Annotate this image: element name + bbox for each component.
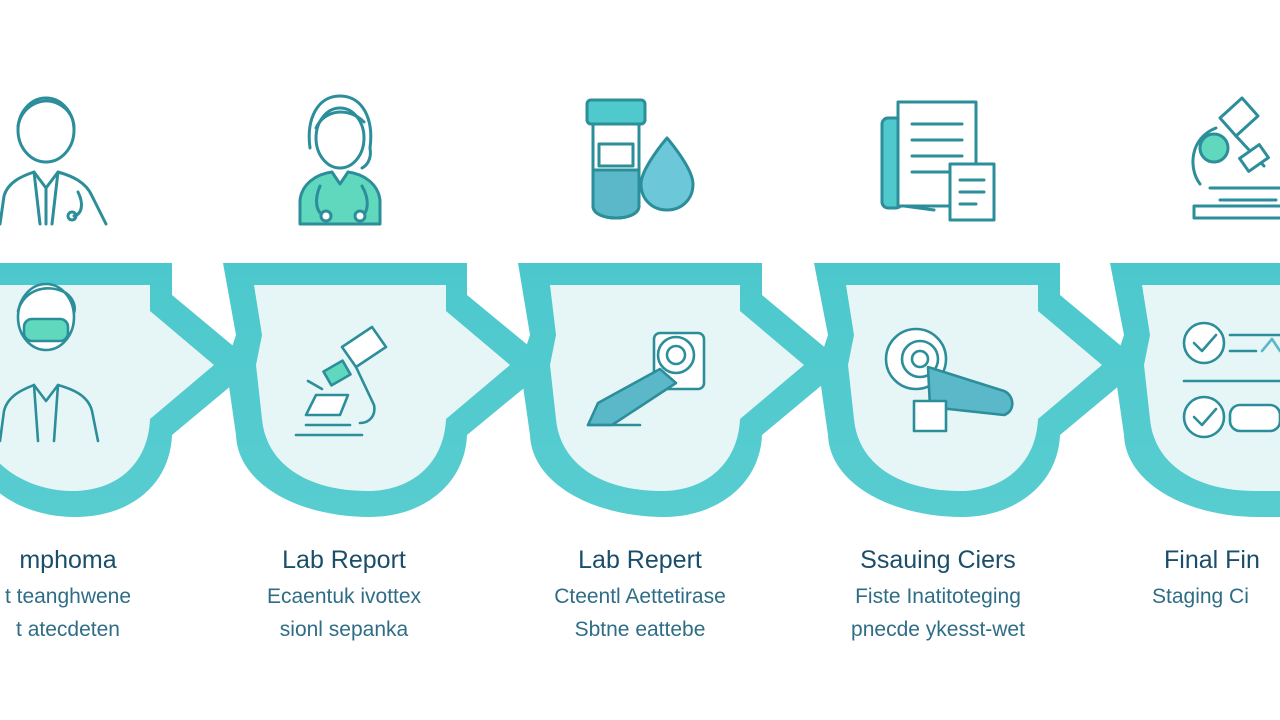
microscope-small-icon: [294, 325, 388, 437]
step-caption-2: Lab Report Ecaentuk ivottex sionl sepank…: [194, 540, 494, 646]
step-caption-5: Final Fin Staging Ci: [1148, 540, 1280, 646]
step-description: [1148, 613, 1280, 646]
flow-step-2: [223, 263, 552, 517]
step-title: Lab Repert: [578, 546, 702, 574]
step-title: Final Fin: [1164, 546, 1260, 574]
blood-sample-icon: [575, 88, 715, 233]
microscope-icon: [1180, 88, 1280, 233]
flow-step-3: [518, 263, 846, 517]
process-flow: [0, 263, 1280, 517]
doctor-icon: [0, 88, 128, 233]
step-description: pnecde ykesst-wet: [851, 618, 1025, 641]
step-caption-3: Lab Repert Cteentl Aettetirase Sbtne eat…: [490, 540, 790, 646]
flow-step-4: [814, 263, 1144, 517]
documents-icon: [870, 88, 1010, 233]
step-description: t teanghwene: [4, 585, 132, 608]
scanner-icon: [586, 331, 706, 427]
step-description: sionl sepanka: [279, 618, 409, 641]
step-description: Cteentl Aettetirase: [554, 585, 726, 608]
step-title: mphoma: [19, 546, 117, 574]
mri-icon: [884, 327, 1014, 433]
surgeon-icon: [0, 282, 100, 443]
step-description: Staging Ci: [1152, 585, 1249, 608]
step-description: Fiste Inatitoteging: [855, 585, 1021, 608]
flow-step-1: [0, 263, 256, 517]
checklist-icon: [1182, 321, 1280, 439]
step-title: Ssauing Ciers: [860, 546, 1016, 574]
flow-step-5: [1110, 263, 1280, 517]
step-caption-4: Ssauing Ciers Fiste Inatitoteging pnecde…: [788, 540, 1088, 646]
nurse-icon: [270, 88, 410, 233]
step-description: Ecaentuk ivottex: [266, 585, 422, 608]
step-description: t atecdeten: [16, 618, 120, 641]
step-description: Sbtne eattebe: [574, 618, 706, 641]
step-caption-1: mphoma t teanghwene t atecdeten: [0, 540, 218, 646]
step-title: Lab Report: [282, 546, 406, 574]
